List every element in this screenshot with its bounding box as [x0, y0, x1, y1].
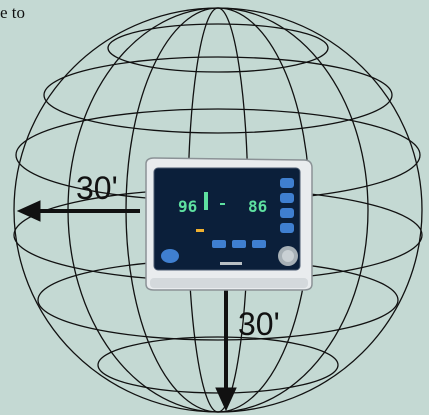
- down-distance-label: 30': [238, 306, 280, 342]
- caption-fragment: e to: [0, 3, 26, 22]
- left-distance-arrow: [16, 200, 140, 222]
- reading-right: 86: [248, 197, 267, 216]
- left-distance-label: 30': [76, 170, 118, 206]
- vital-signs-monitor: 96 86: [145, 157, 313, 291]
- reading-left: 96: [178, 197, 197, 216]
- down-distance-arrow: [215, 285, 237, 412]
